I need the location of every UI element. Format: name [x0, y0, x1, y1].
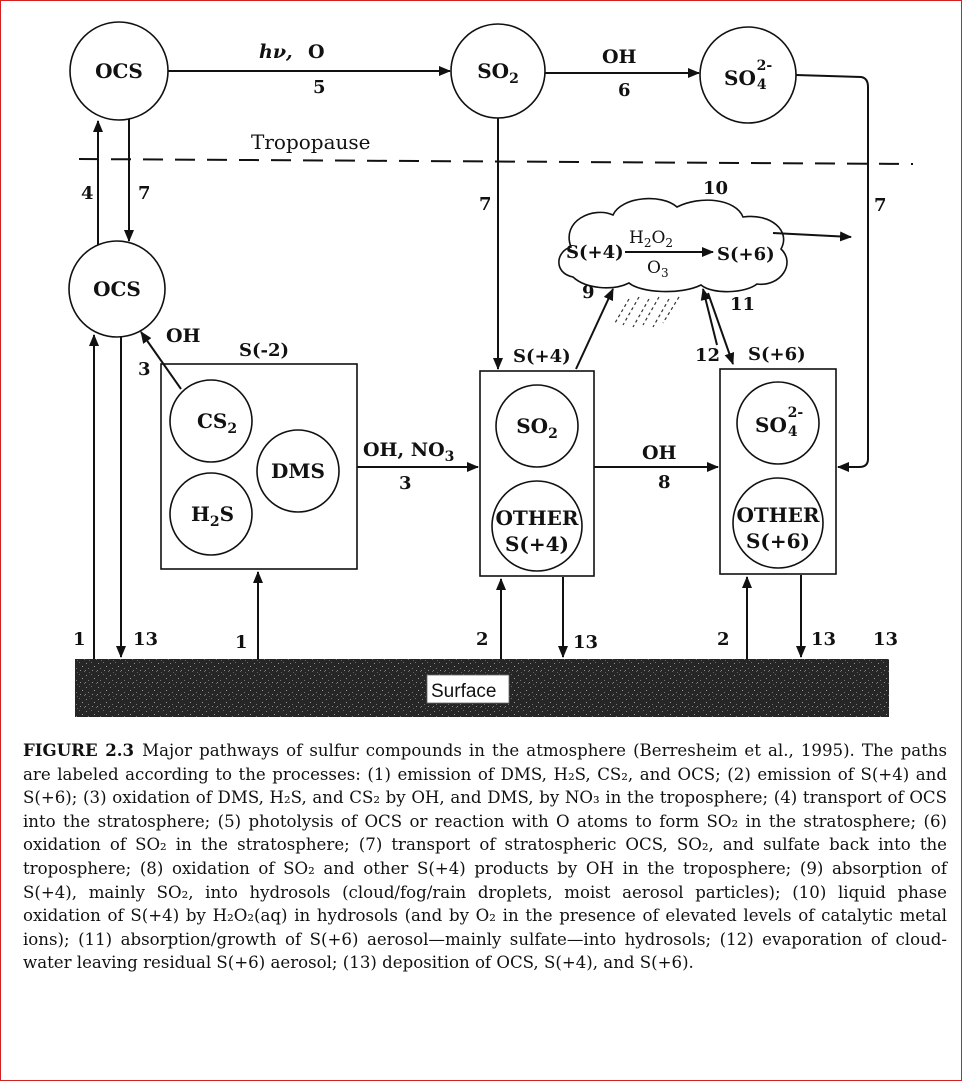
o-atom-label: O: [308, 41, 325, 63]
strat-so2-label: SO2: [477, 59, 519, 87]
other-s4-state: S(+4): [505, 532, 569, 556]
tropopause-line: [78, 158, 914, 165]
oh-trop-label: OH: [642, 442, 677, 464]
other-s6-node: [732, 477, 824, 569]
oh-no3-label: OH, NO3: [363, 439, 454, 465]
trop-so2-node: [495, 384, 579, 468]
cs2-node: [169, 379, 253, 463]
path-10-number: 10: [703, 178, 728, 199]
path-2-right-number: 2: [717, 629, 730, 650]
path-3-oh-number: 3: [138, 359, 151, 380]
path-11-number: 11: [730, 294, 755, 315]
cloud-s6-label: S(+6): [717, 244, 775, 265]
path-13-right-number: 13: [811, 629, 836, 650]
cloud-s4-label: S(+4): [566, 242, 624, 263]
other-s4-label: OTHER: [495, 506, 578, 530]
trop-sulfate-node: [736, 381, 820, 465]
arrow-path-11: [700, 288, 718, 346]
path-1-mid-number: 1: [235, 632, 248, 653]
strat-sulfate-label: SO42-: [724, 58, 772, 93]
other-s4-node: [491, 480, 583, 572]
caption-text: Major pathways of sulfur compounds in th…: [23, 741, 947, 973]
other-s6-state: S(+6): [746, 529, 810, 553]
trop-so2-label: SO2: [516, 414, 558, 442]
path-7-mid-number: 7: [479, 194, 492, 215]
path-7-left-number: 7: [138, 183, 151, 204]
path-12-number: 12: [695, 345, 720, 366]
path-5-number: 5: [313, 77, 326, 98]
surface-label-box: [426, 674, 510, 704]
trop-sulfate-label: SO42-: [755, 405, 803, 440]
arrow-path-12: [707, 292, 735, 365]
figure-label: FIGURE 2.3: [23, 740, 135, 760]
box-s6-label: S(+6): [748, 344, 806, 365]
path-4-number: 4: [81, 183, 94, 204]
path-7-right-number: 7: [874, 195, 887, 216]
path-2-mid-number: 2: [476, 629, 489, 650]
path-13-far-number: 13: [873, 629, 898, 650]
box-s4-label: S(+4): [513, 346, 571, 367]
rain-streaks: [614, 296, 680, 328]
surface-label: Surface: [431, 681, 496, 702]
h2s-node: [169, 472, 253, 556]
box-s-minus-2-label: S(-2): [239, 340, 289, 361]
arrow-path-7-right: [795, 74, 869, 472]
trop-ocs-node: [68, 240, 166, 338]
cloud-shape: [558, 197, 788, 293]
dms-label: DMS: [271, 459, 325, 483]
cs2-label: CS2: [197, 409, 237, 437]
path-3-number: 3: [399, 473, 412, 494]
tropopause-label: Tropopause: [251, 130, 371, 154]
cloud-h2o2-label: H2O2: [629, 228, 673, 250]
path-8-number: 8: [658, 472, 671, 493]
h2s-label: H2S: [191, 502, 234, 530]
path-6-number: 6: [618, 80, 631, 101]
trop-ocs-label: OCS: [93, 277, 141, 301]
cloud-o3-label: O3: [647, 258, 669, 280]
other-s6-label: OTHER: [736, 503, 819, 527]
strat-ocs-label: OCS: [95, 59, 143, 83]
path-13-left-number: 13: [133, 629, 158, 650]
oh-ocs-label: OH: [166, 325, 201, 347]
sulfur-pathways-diagram: Tropopause Surface OCS SO2 SO42- OCS S(-…: [68, 21, 914, 717]
path-13-mid-number: 13: [573, 632, 598, 653]
arrow-path-9: [575, 288, 614, 370]
hv-label: hν,: [259, 41, 293, 63]
oh-strat-label: OH: [602, 46, 637, 68]
dms-node: [256, 429, 340, 513]
path-9-number: 9: [582, 282, 595, 303]
path-1-left-number: 1: [73, 629, 86, 650]
arrow-path-3-oh: [140, 331, 182, 390]
arrow-path-10-out: [772, 231, 852, 242]
